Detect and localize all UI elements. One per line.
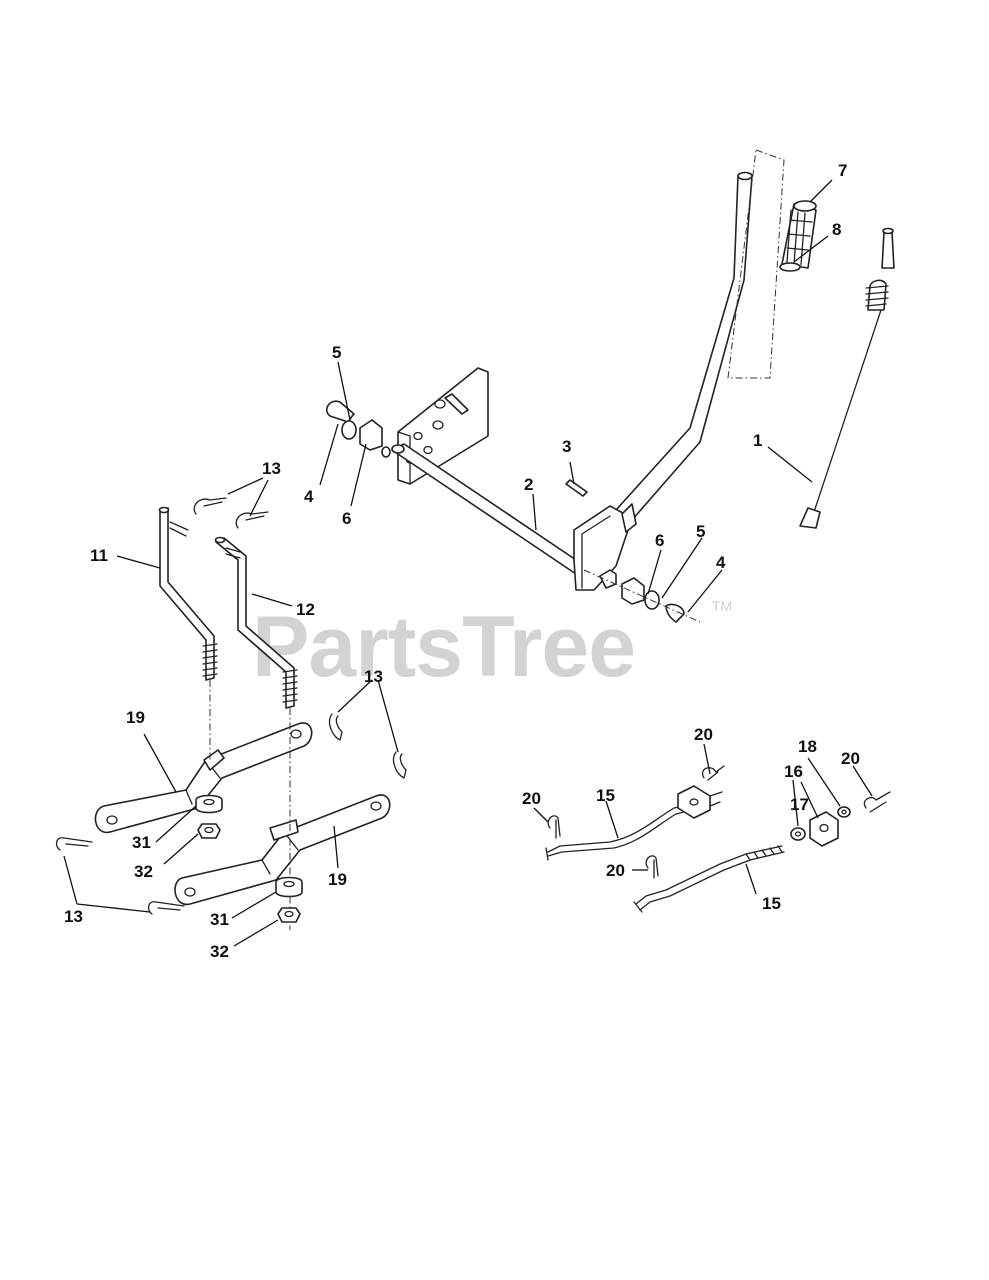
link-12 — [214, 536, 298, 709]
callout-8: 8 — [832, 220, 841, 239]
callout-3: 3 — [562, 437, 571, 456]
hair-pin-lower — [55, 837, 185, 915]
callout-32-lower: 32 — [210, 942, 229, 961]
callout-2: 2 — [524, 475, 533, 494]
lift-link-lower — [174, 794, 391, 905]
adjust-rod-lower — [633, 845, 785, 913]
mounting-bracket — [397, 367, 489, 485]
callout-17-visible: 17 — [790, 795, 809, 814]
grip-retainer — [779, 262, 801, 272]
callout-31-upper: 31 — [132, 833, 151, 852]
adjuster-block-upper — [677, 785, 723, 819]
callout-15-upper: 15 — [596, 786, 615, 805]
nut-18 — [837, 806, 851, 818]
lift-link-upper — [94, 722, 313, 833]
grip-position-outline — [727, 149, 785, 379]
callout-5-right: 5 — [696, 522, 705, 541]
hair-pin-upper — [193, 497, 269, 529]
callout-4-right: 4 — [716, 553, 726, 572]
callout-6-left: 6 — [342, 509, 351, 528]
washer-16 — [790, 827, 806, 841]
hair-pin-20 — [547, 765, 891, 879]
watermark-trademark: TM — [712, 598, 732, 614]
adjuster-block-17 — [809, 811, 839, 847]
callout-13-top: 13 — [262, 459, 281, 478]
lift-rod — [799, 227, 895, 529]
callout-20-top: 20 — [694, 725, 713, 744]
leader-lines — [63, 179, 873, 947]
callout-16: 16 — [784, 762, 803, 781]
callout-31-lower: 31 — [210, 910, 229, 929]
callout-32-upper: 32 — [134, 862, 153, 881]
callout-20-right: 20 — [841, 749, 860, 768]
callout-19-upper: 19 — [126, 708, 145, 727]
callout-20-middle: 20 — [606, 861, 625, 880]
callout-labels: 7 8 1 5 4 6 3 2 13 11 12 13 19 31 32 19 … — [64, 161, 860, 961]
right-shaft-hardware — [583, 569, 701, 623]
cotter-pin — [565, 479, 588, 497]
hair-pin-middle — [328, 713, 407, 779]
callout-7: 7 — [838, 161, 847, 180]
adjust-rod-upper — [545, 803, 693, 861]
lift-shaft — [391, 443, 586, 575]
left-shaft-hardware — [325, 400, 391, 458]
callout-11: 11 — [90, 546, 108, 565]
lift-handle — [573, 171, 753, 591]
callout-13-lower: 13 — [64, 907, 83, 926]
callout-1: 1 — [753, 431, 762, 450]
callout-18: 18 — [798, 737, 817, 756]
washer-nut-upper — [195, 794, 223, 839]
callout-15-lower: 15 — [762, 894, 781, 913]
callout-13-middle: 13 — [364, 667, 383, 686]
callout-4-left: 4 — [304, 487, 314, 506]
callout-19-lower: 19 — [328, 870, 347, 889]
washer-nut-lower — [275, 876, 303, 923]
watermark: PartsTree — [252, 599, 635, 695]
callout-6-right: 6 — [655, 531, 664, 550]
callout-12: 12 — [296, 600, 315, 619]
callout-20-left: 20 — [522, 789, 541, 808]
callout-5-left: 5 — [332, 343, 341, 362]
link-11 — [158, 506, 218, 681]
